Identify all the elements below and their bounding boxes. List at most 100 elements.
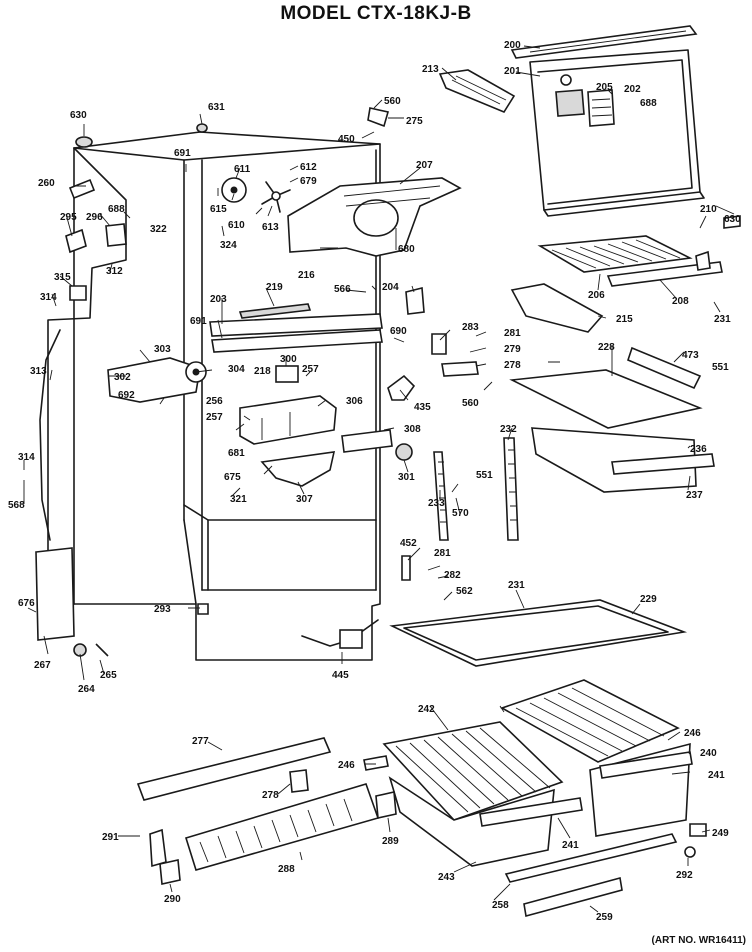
- part-label: 290: [164, 894, 181, 905]
- part-label: 562: [456, 586, 473, 597]
- part-label: 473: [682, 350, 699, 361]
- part-label: 277: [192, 736, 209, 747]
- meat-keeper-shelf: [509, 369, 703, 429]
- meat-keeper-pan: [531, 427, 715, 493]
- part-label: 307: [296, 494, 313, 505]
- part-label: 675: [224, 472, 241, 483]
- part-label: 229: [640, 594, 657, 605]
- part-label: 321: [230, 494, 247, 505]
- part-label: 566: [334, 284, 351, 295]
- part-label: 679: [300, 176, 317, 187]
- part-label: 293: [154, 604, 171, 615]
- part-label: 219: [266, 282, 283, 293]
- part-label: 296: [86, 212, 103, 223]
- side-panel: [35, 547, 75, 641]
- support-rail: [136, 737, 332, 801]
- part-label: 249: [712, 828, 729, 839]
- part-label: 551: [712, 362, 729, 373]
- cabinet-liner: [47, 131, 381, 661]
- part-label: 300: [280, 354, 297, 365]
- door-top-trim: [510, 25, 698, 59]
- part-label: 324: [220, 240, 237, 251]
- part-label: 242: [418, 704, 435, 715]
- shelf-bracket: [405, 286, 425, 315]
- part-label: 551: [476, 470, 493, 481]
- part-label: 200: [504, 40, 521, 51]
- part-label: 241: [562, 840, 579, 851]
- small-hardware: [65, 107, 741, 885]
- glass-shelf: [389, 599, 688, 667]
- part-labels: 200 201 205 202 688 213 560 275 450 207 …: [8, 40, 741, 923]
- part-label: 243: [438, 872, 455, 883]
- light-socket: [387, 374, 416, 401]
- thermostat: [275, 365, 299, 383]
- freezer-shelf: [537, 235, 693, 273]
- wire-harness: [301, 619, 379, 649]
- crisper-handle-trim: [479, 797, 583, 827]
- part-label: 680: [398, 244, 415, 255]
- part-label: 241: [708, 770, 725, 781]
- part-label: 210: [700, 204, 717, 215]
- part-label: 314: [18, 452, 35, 463]
- crisper-handle-trim-right: [599, 751, 693, 779]
- part-label: 288: [278, 864, 295, 875]
- part-label: 259: [596, 912, 613, 923]
- part-label: 258: [492, 900, 509, 911]
- part-label: 630: [70, 110, 87, 121]
- part-label: 281: [504, 328, 521, 339]
- part-label: 201: [504, 66, 521, 77]
- part-label: 302: [114, 372, 131, 383]
- part-label: 615: [210, 204, 227, 215]
- shelf-trim: [606, 261, 723, 287]
- shelf-ladder-rails: [433, 437, 519, 541]
- part-label: 450: [338, 134, 355, 145]
- part-label: 560: [462, 398, 479, 409]
- drain-tube: [39, 329, 61, 541]
- part-label: 688: [640, 98, 657, 109]
- part-label: 308: [404, 424, 421, 435]
- part-label: 313: [30, 366, 47, 377]
- part-label: 281: [434, 548, 451, 559]
- part-label: 208: [672, 296, 689, 307]
- freezer-door-liner: [529, 49, 705, 217]
- part-label: 231: [714, 314, 731, 325]
- part-label: 205: [596, 82, 613, 93]
- part-label: 279: [504, 344, 521, 355]
- control-knob: [395, 443, 413, 461]
- part-label: 264: [78, 684, 95, 695]
- evaporator-cover: [287, 177, 462, 257]
- part-label: 292: [676, 870, 693, 881]
- part-label: 236: [690, 444, 707, 455]
- part-label: 278: [262, 790, 279, 801]
- keeper-rail: [627, 346, 702, 390]
- part-label: 691: [190, 316, 207, 327]
- part-label: 312: [106, 266, 123, 277]
- part-label: 304: [228, 364, 245, 375]
- part-label: 240: [700, 748, 717, 759]
- part-label: 322: [150, 224, 167, 235]
- part-label: 278: [504, 360, 521, 371]
- part-label: 435: [414, 402, 431, 413]
- part-label: 232: [500, 424, 517, 435]
- part-label: 612: [300, 162, 317, 173]
- crisper-strip-upper: [504, 833, 678, 883]
- divider-bar: [209, 313, 383, 353]
- leader-lines: [23, 45, 735, 913]
- part-label: 692: [118, 390, 135, 401]
- part-label: 233: [428, 498, 445, 509]
- part-label: 688: [108, 204, 125, 215]
- part-label: 676: [18, 598, 35, 609]
- part-label: 216: [298, 270, 315, 281]
- part-label: 282: [444, 570, 461, 581]
- part-label: 203: [210, 294, 227, 305]
- part-label: 570: [452, 508, 469, 519]
- part-label: 560: [384, 96, 401, 107]
- toe-grille: [184, 783, 380, 871]
- part-label: 246: [684, 728, 701, 739]
- ice-tray: [438, 69, 516, 113]
- part-label: 611: [234, 164, 251, 175]
- part-label: 631: [208, 102, 225, 113]
- part-label: 295: [60, 212, 77, 223]
- part-label: 691: [174, 148, 191, 159]
- part-label: 207: [416, 160, 433, 171]
